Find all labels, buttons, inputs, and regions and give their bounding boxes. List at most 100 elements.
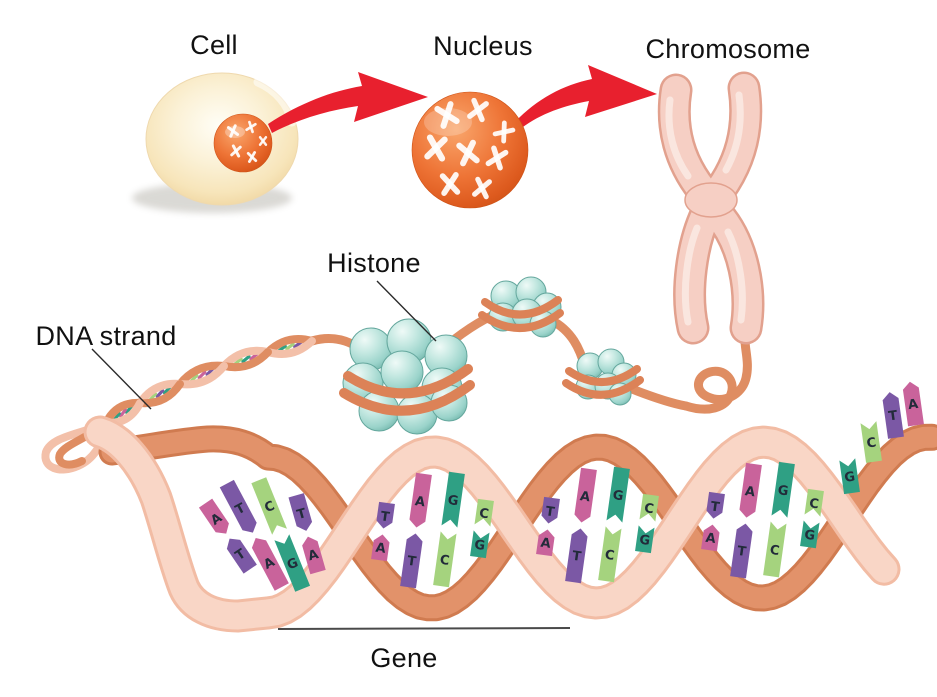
base-tile <box>376 501 395 529</box>
tail-base: G <box>839 458 860 495</box>
base-tile <box>739 462 762 518</box>
tail-base: T <box>882 392 904 439</box>
base-letter: A <box>907 397 919 413</box>
base-tick <box>241 354 251 364</box>
base-letter: C <box>643 501 655 517</box>
base-pair: TA <box>536 496 560 557</box>
base-tile <box>288 493 313 531</box>
base-letter: C <box>808 496 820 512</box>
base-tile <box>541 496 560 524</box>
base-pair: TA <box>701 491 725 552</box>
base-letter: G <box>473 538 486 554</box>
mini-chromosome <box>245 120 257 134</box>
base-letter: T <box>406 554 417 570</box>
base-letter: A <box>414 494 426 510</box>
mini-chromosome <box>467 97 489 123</box>
base-tile <box>409 472 432 528</box>
base-tick <box>285 342 295 351</box>
base-letter: C <box>866 435 878 451</box>
base-tile <box>219 479 257 533</box>
mini-chromosome <box>226 124 240 138</box>
base-tick <box>155 389 165 398</box>
base-letter: C <box>439 553 451 569</box>
nucleus-graphic <box>411 91 529 209</box>
base-letter: G <box>285 555 301 573</box>
histone-bead <box>380 350 424 394</box>
nucleus-label: Nucleus <box>433 31 533 61</box>
chromosome-label: Chromosome <box>645 34 811 64</box>
dna-strand-thin-helix <box>41 335 316 474</box>
chromosome-arm <box>660 76 716 204</box>
base-tile <box>536 529 555 557</box>
base-letter: A <box>744 484 756 500</box>
base-letter: G <box>777 483 790 499</box>
nucleus-chromosomes <box>424 97 516 200</box>
base-letter: C <box>604 548 616 564</box>
base-tile <box>763 521 787 578</box>
dna-wrap-band <box>481 296 562 319</box>
base-pair: CG <box>635 493 659 554</box>
mini-chromosome <box>472 176 492 200</box>
base-letter: A <box>579 489 591 505</box>
strand-coil <box>681 331 752 414</box>
base-letter: T <box>295 506 308 523</box>
base-pair: TA <box>288 493 326 575</box>
base-tile <box>902 381 924 427</box>
base-pair: AT <box>198 498 257 574</box>
base-tile <box>730 523 753 579</box>
base-pair: TA <box>219 479 289 591</box>
histone-medium <box>478 276 564 338</box>
base-tile <box>470 530 490 559</box>
mini-chromosome <box>434 101 460 129</box>
base-tile <box>598 526 622 583</box>
base-tile <box>474 498 494 527</box>
mini-chromosome <box>492 120 516 144</box>
base-tile <box>400 533 423 589</box>
dna-wrap-band <box>343 364 473 399</box>
base-letter: A <box>540 536 552 552</box>
dna-wrap-band <box>562 376 644 399</box>
nucleus-gloss <box>424 108 472 136</box>
base-tile <box>635 525 655 554</box>
base-pair: AT <box>730 462 762 579</box>
cell-graphic <box>132 72 299 213</box>
base-pair: TA <box>371 501 395 562</box>
histone-leader-line <box>376 280 437 342</box>
base-pair: GC <box>598 466 630 583</box>
tail-base: A <box>902 381 924 427</box>
base-letter: C <box>769 543 781 559</box>
base-tick <box>119 408 127 418</box>
mini-chromosome <box>485 145 509 171</box>
base-letter: T <box>736 544 747 560</box>
base-letter: T <box>571 549 582 565</box>
cell-mini-chromosomes <box>226 120 268 163</box>
base-pair: CG <box>470 498 494 559</box>
mini-chromosome <box>424 134 448 162</box>
base-tile <box>882 392 904 439</box>
base-tile <box>226 538 257 574</box>
base-tile <box>839 458 860 495</box>
base-tile <box>302 536 326 575</box>
base-letter: C <box>478 506 490 522</box>
histone-label: Histone <box>327 248 421 278</box>
base-tile <box>565 528 588 584</box>
base-letter: A <box>375 541 387 557</box>
base-tile <box>371 534 390 562</box>
chromosome-arm <box>706 74 760 204</box>
base-letter: G <box>638 533 651 549</box>
base-tile <box>433 531 457 588</box>
dna-wrap-band <box>339 380 475 416</box>
mini-chromosome <box>258 135 268 147</box>
tail-base: C <box>860 421 882 463</box>
base-tile <box>701 524 720 552</box>
base-tile <box>706 491 725 519</box>
chromosome-graphic <box>657 71 765 345</box>
dna-wrap-band <box>478 309 564 332</box>
base-letter: T <box>380 509 391 525</box>
base-tile <box>639 493 659 522</box>
mini-chromosome <box>439 172 461 196</box>
